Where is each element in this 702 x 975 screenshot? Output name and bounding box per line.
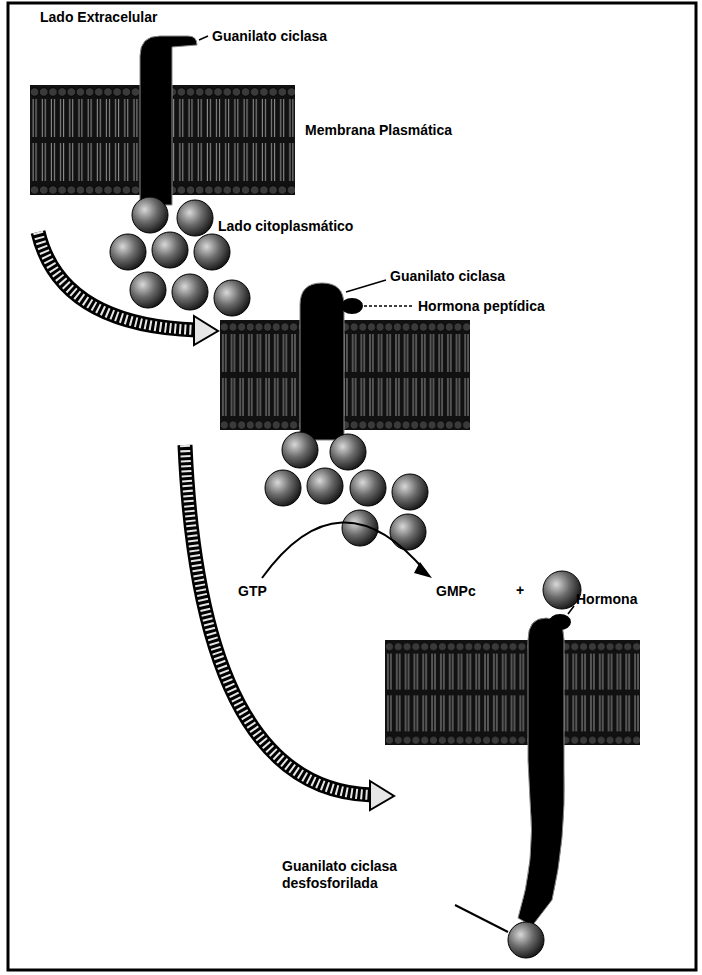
guanylate-cyclase <box>140 36 197 205</box>
membrane <box>385 640 640 745</box>
part-label: Guanilato ciclasa <box>390 268 505 285</box>
leader-line <box>568 606 574 614</box>
reaction-arrow <box>262 522 426 578</box>
region-label: Lado Extracelular <box>40 9 158 26</box>
leader-line <box>346 280 386 292</box>
process-arrow <box>38 232 218 345</box>
region-label: Lado citoplasmático <box>218 218 353 235</box>
guanylate-cyclase <box>300 283 344 440</box>
peptide-hormone <box>341 298 363 314</box>
hormone <box>549 614 571 630</box>
molecule-label: GMPc <box>436 583 476 600</box>
process-arrow <box>185 445 394 810</box>
catalytic-sphere <box>508 922 544 958</box>
part-label: Membrana Plasmática <box>305 122 452 139</box>
part-label: Hormona peptídica <box>418 298 545 315</box>
molecule-label: GTP <box>238 583 267 600</box>
membrane <box>220 320 470 430</box>
guanylate-cyclase <box>518 618 564 926</box>
part-label: Hormona <box>576 591 637 608</box>
leader-line <box>364 305 414 307</box>
symbol-label: + <box>516 582 524 599</box>
released-line <box>455 905 508 932</box>
reaction-arrowhead <box>414 562 432 578</box>
catalytic-spheres <box>265 432 428 550</box>
leader-line <box>199 36 208 40</box>
catalytic-spheres <box>110 197 250 316</box>
part-label: Guanilato ciclasa desfosforilada <box>282 858 422 892</box>
frame <box>8 3 696 970</box>
part-label: Guanilato ciclasa <box>212 28 327 45</box>
phosphate-sphere <box>543 571 581 609</box>
